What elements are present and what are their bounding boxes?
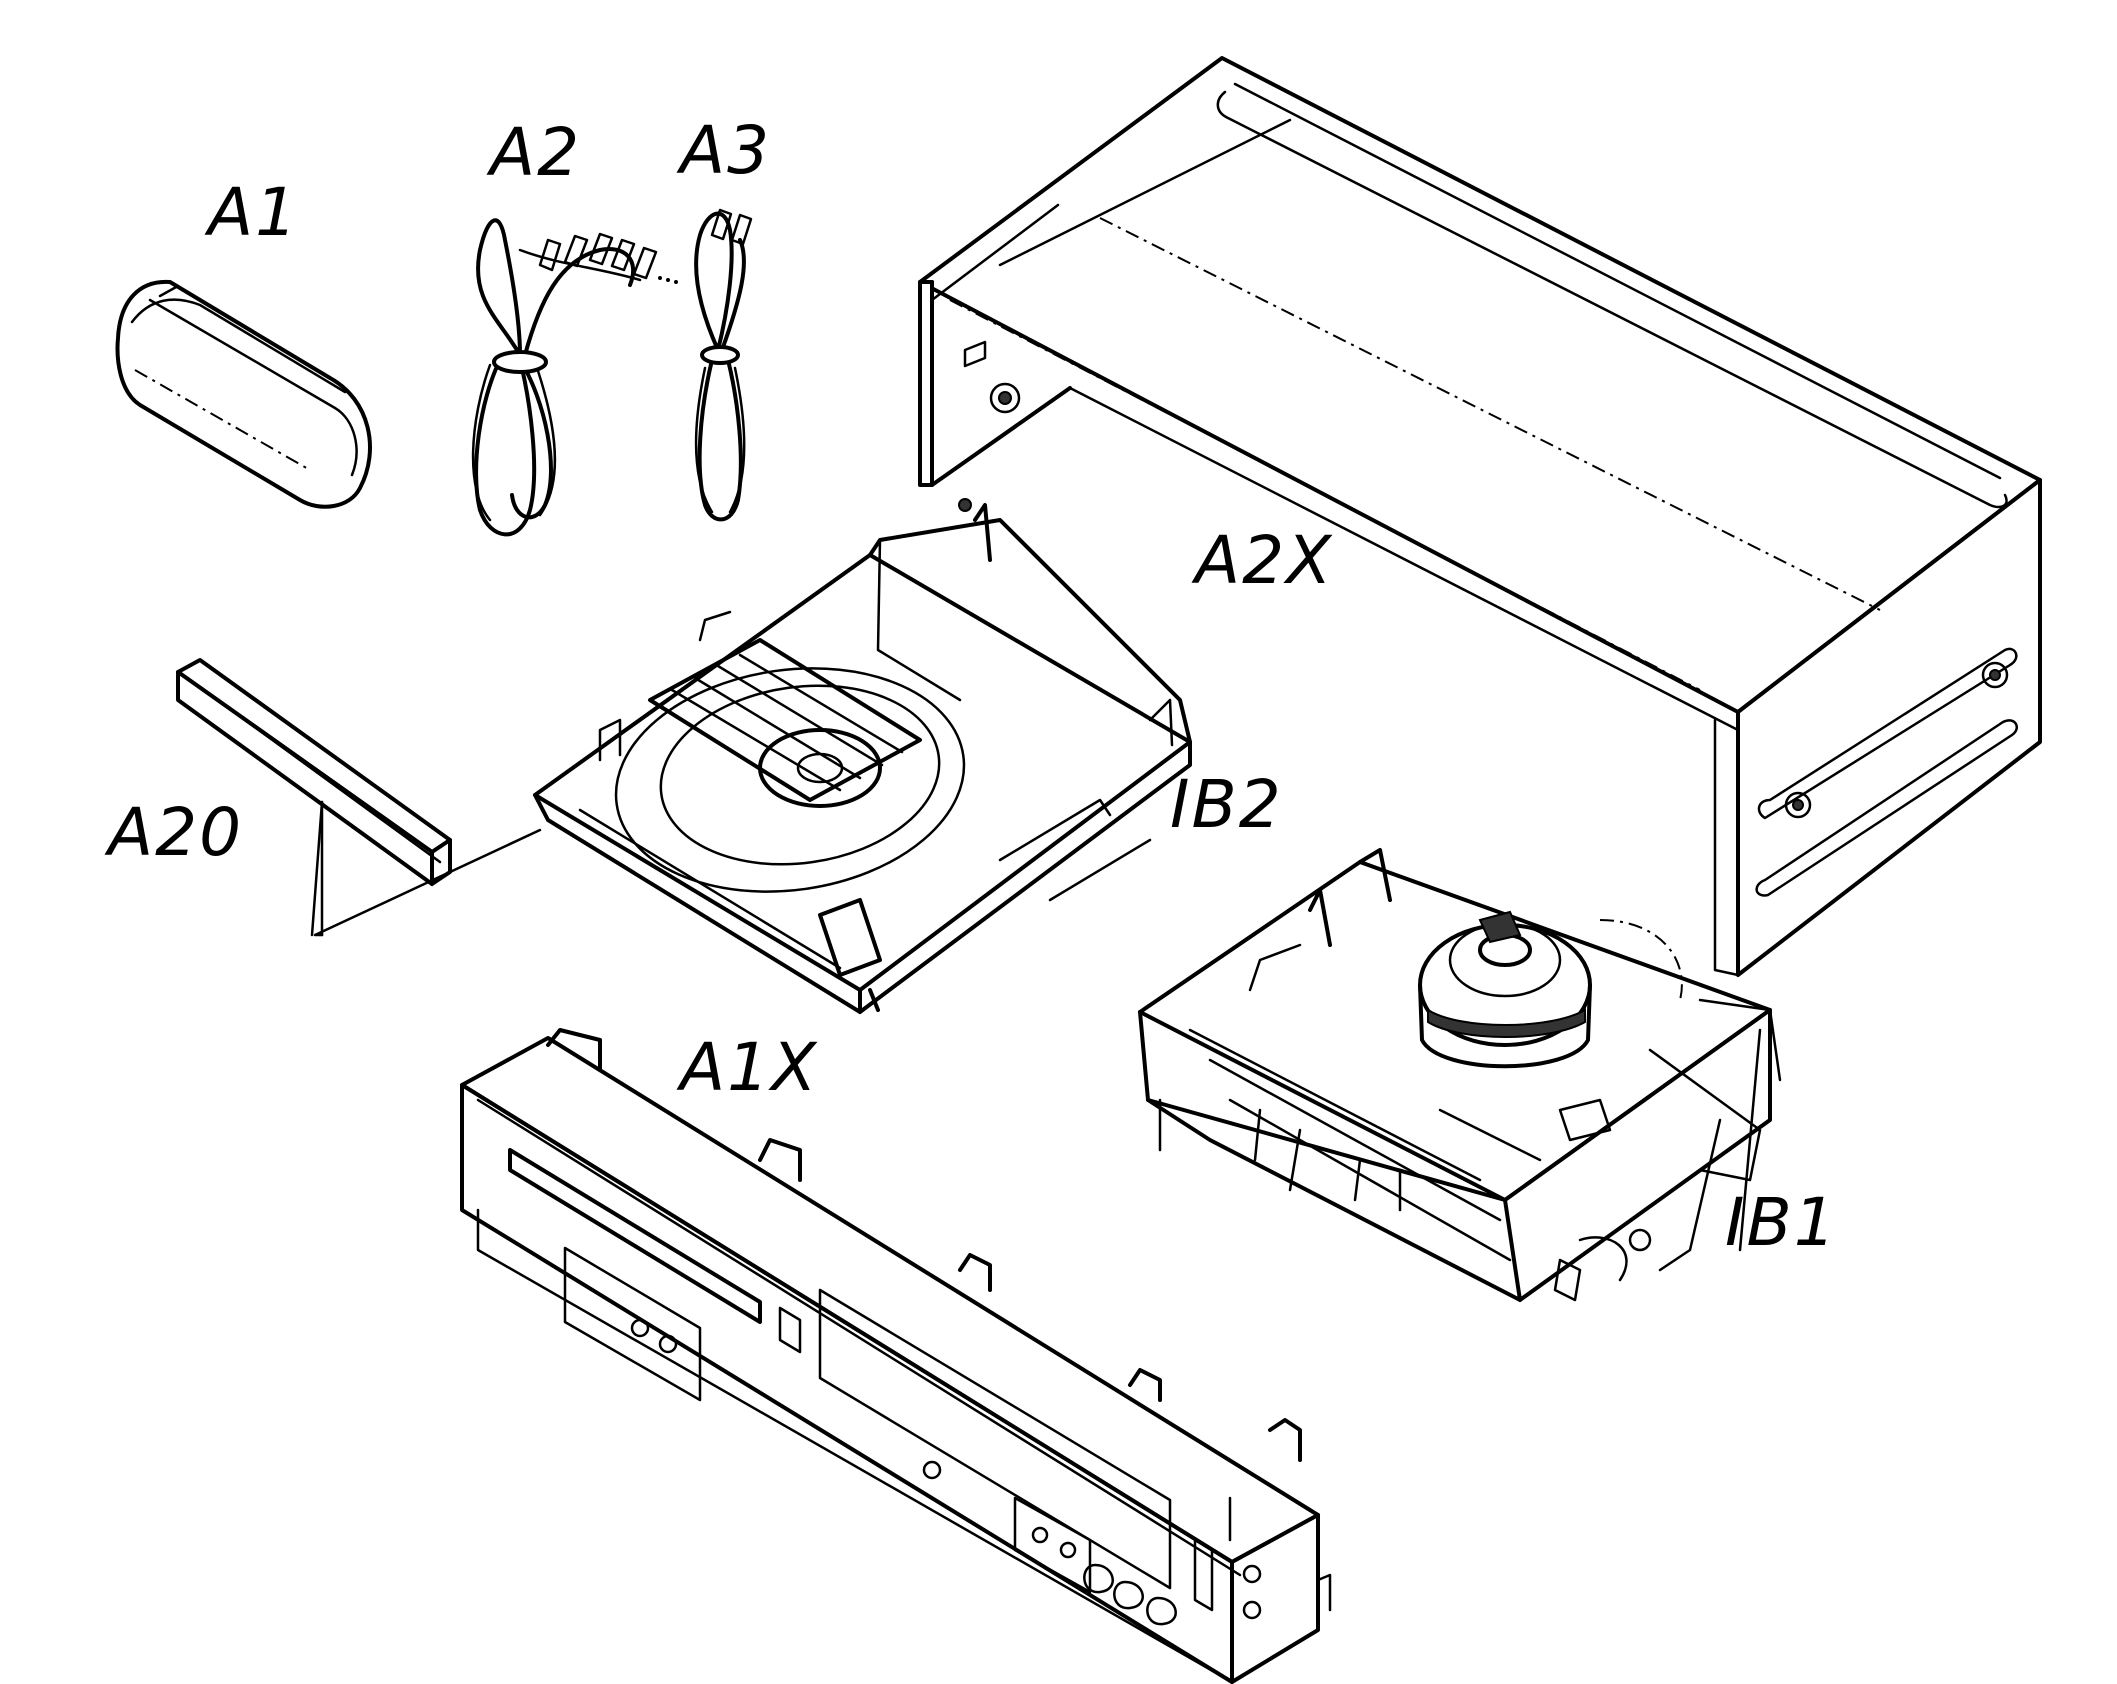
leader-lines-a20 <box>310 800 542 937</box>
part-ib2-dvd-loader <box>533 498 1192 1014</box>
label-a1: A1 <box>208 174 300 251</box>
part-a20-tray-cover <box>176 658 452 886</box>
part-a1-remote-control <box>115 279 372 509</box>
label-a1x: A1X <box>680 1029 819 1106</box>
part-ib1-vcr-mechanism <box>1138 848 1782 1302</box>
label-a2x: A2X <box>1195 522 1334 599</box>
label-a2: A2 <box>490 114 582 191</box>
part-a3-audio-cable <box>658 208 753 522</box>
label-a20: A20 <box>108 794 244 871</box>
part-a2x-top-cover <box>918 56 2042 977</box>
label-ib2: IB2 <box>1170 766 1283 843</box>
part-a1x-front-panel <box>460 1028 1332 1684</box>
label-ib1: IB1 <box>1725 1184 1838 1261</box>
label-a3: A3 <box>680 112 772 189</box>
part-a2-av-cable <box>471 218 658 537</box>
